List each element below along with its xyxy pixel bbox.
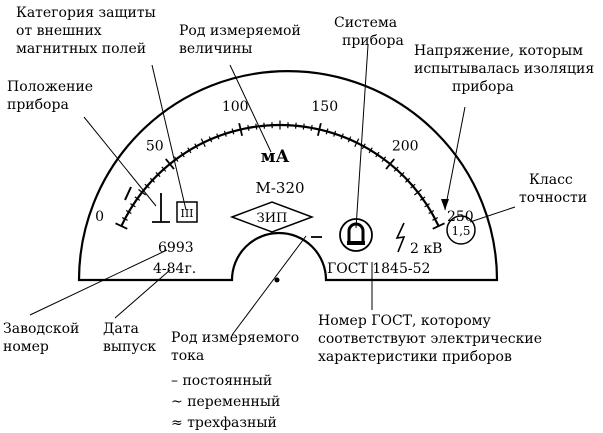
major-tick <box>385 158 395 170</box>
minor-tick <box>155 171 161 178</box>
major-tick <box>238 122 243 137</box>
minor-tick <box>410 183 416 189</box>
pointer <box>124 186 132 201</box>
minor-tick <box>333 130 337 137</box>
minor-tick <box>138 189 147 196</box>
position-symbol <box>152 193 170 223</box>
minor-tick <box>255 123 258 130</box>
scale-label: 0 <box>95 209 104 225</box>
release-date-value: 4-84г. <box>153 261 196 277</box>
scale-tick-labels: 0 50 100 150 200 250 <box>95 99 474 225</box>
minor-tick <box>347 136 352 143</box>
scale-label: 200 <box>392 138 419 154</box>
dial-body <box>77 69 499 282</box>
minor-tick <box>187 147 192 154</box>
voltage-arrowhead <box>441 199 449 210</box>
minor-tick <box>208 136 213 143</box>
callout-insulation-voltage: Напряжение, которым испытывалась изоляци… <box>414 43 599 95</box>
minor-tick <box>310 124 313 131</box>
minor-tick <box>325 128 329 135</box>
minor-tick <box>302 123 305 130</box>
scale-label: 50 <box>146 138 164 154</box>
minor-tick <box>375 151 380 158</box>
model-label: М-320 <box>255 179 304 197</box>
minor-tick <box>194 143 199 150</box>
minor-tick <box>381 156 387 162</box>
minor-tick <box>294 122 297 129</box>
zip-label: ЗИП <box>257 211 288 226</box>
accuracy-value: 1,5 <box>451 224 470 238</box>
category-mark: III <box>180 207 193 220</box>
minor-tick <box>180 151 185 158</box>
callout-protection-category: Категория защиты от внешних магнитных по… <box>16 5 160 57</box>
scale-label: 250 <box>447 209 474 225</box>
minor-tick <box>368 147 373 154</box>
minor-tick <box>216 133 220 140</box>
serial-number-value: 6993 <box>158 240 194 256</box>
callout-serial-number: Заводской номер <box>3 321 84 355</box>
minor-tick <box>144 183 150 189</box>
minor-tick <box>121 217 128 221</box>
minor-tick <box>361 143 366 150</box>
zip-rhombus <box>229 201 315 233</box>
major-tick <box>432 222 445 230</box>
minor-tick <box>247 124 250 131</box>
leader-lines <box>29 44 516 336</box>
callout-accuracy-class: Класс точности <box>519 172 587 206</box>
callout-current-type: Род измеряемого тока <box>171 330 304 364</box>
minor-tick <box>223 130 227 137</box>
callout-device-system: Система прибора <box>334 15 404 49</box>
minor-tick <box>173 156 179 162</box>
current-leader-dot <box>274 277 280 283</box>
minor-tick <box>399 171 405 178</box>
minor-tick <box>393 166 399 172</box>
category-box <box>176 201 198 223</box>
scale-ticks <box>115 120 445 230</box>
callout-gost: Номер ГОСТ, которому соответствуют элект… <box>318 313 546 365</box>
minor-tick <box>419 196 426 201</box>
current-type-list: – постоянный ~ переменный ≈ трехфазный <box>171 373 280 431</box>
callout-measured-quantity: Род измеряемой величины <box>179 23 305 57</box>
minor-tick <box>428 209 435 214</box>
gost-value: ГОСТ 1845-52 <box>327 261 430 277</box>
current-type-item: – постоянный <box>171 373 272 389</box>
current-type-item: ≈ трехфазный <box>171 415 277 431</box>
unit-label: мА <box>261 147 290 167</box>
minor-tick <box>125 209 132 214</box>
minor-tick <box>424 203 430 208</box>
scale-label: 100 <box>222 99 249 115</box>
major-tick <box>165 158 175 170</box>
minor-tick <box>231 128 235 135</box>
major-tick <box>115 222 128 230</box>
minor-tick <box>340 133 344 140</box>
scale-label: 150 <box>311 99 338 115</box>
lightning-icon <box>395 222 406 253</box>
minor-tick <box>130 203 136 208</box>
callout-release-date: Дата выпуск <box>103 321 156 355</box>
accuracy-circle <box>446 215 476 245</box>
current-type-item: ~ переменный <box>171 394 280 410</box>
minor-tick <box>149 177 156 183</box>
minor-tick <box>354 138 360 148</box>
major-tick <box>317 122 322 137</box>
callout-device-position: Положение прибора <box>7 79 98 113</box>
minor-tick <box>134 196 141 201</box>
minor-tick <box>263 122 266 129</box>
minor-tick <box>200 138 206 148</box>
minor-tick <box>432 217 439 221</box>
minor-tick <box>413 189 422 196</box>
test-voltage-label: 2 кВ <box>410 241 442 257</box>
minor-tick <box>161 166 167 172</box>
minor-tick <box>404 177 411 183</box>
